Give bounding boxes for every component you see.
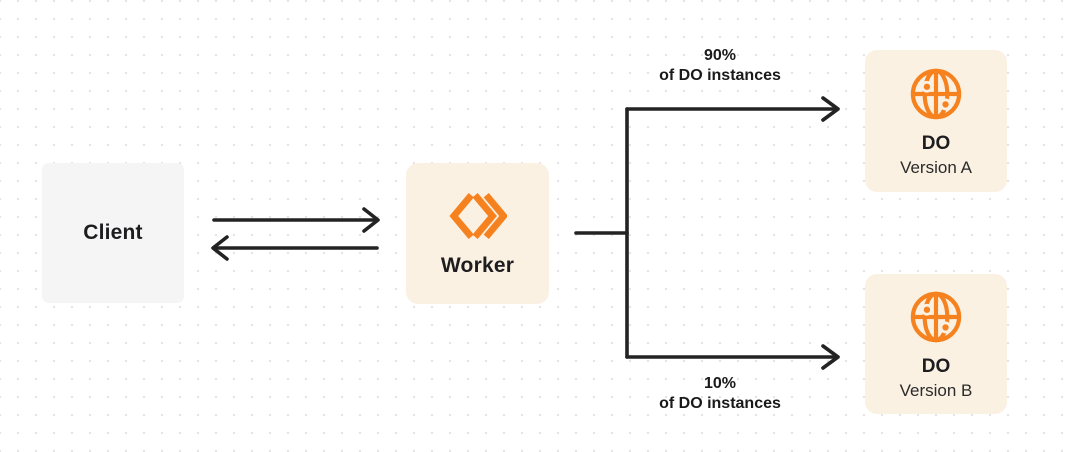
label-10-percent-value: 10% bbox=[703, 375, 737, 392]
worker-label: Worker bbox=[440, 253, 515, 277]
branch-trunk bbox=[574, 107, 629, 359]
client-label: Client bbox=[83, 221, 143, 244]
workers-icon bbox=[448, 190, 508, 242]
label-90-percent-value: 90% bbox=[703, 47, 737, 64]
label-90-percent-caption: of DO instances bbox=[659, 67, 781, 84]
do-a-subtitle: Version A bbox=[900, 157, 972, 177]
node-do-version-a: DO Version A bbox=[865, 50, 1007, 192]
node-worker: Worker bbox=[406, 163, 549, 304]
node-client: Client bbox=[42, 163, 184, 303]
arrow-client-to-worker bbox=[212, 207, 380, 233]
label-10-percent-caption: of DO instances bbox=[659, 395, 781, 412]
globe-icon bbox=[907, 65, 965, 123]
node-do-version-b: DO Version B bbox=[865, 274, 1007, 414]
do-a-title: DO bbox=[921, 132, 951, 154]
do-b-subtitle: Version B bbox=[899, 380, 973, 400]
label-10-percent: 10% of DO instances bbox=[610, 374, 830, 414]
arrow-worker-to-client bbox=[211, 235, 379, 261]
arrow-worker-to-do-a bbox=[625, 96, 840, 122]
do-b-title: DO bbox=[921, 355, 951, 377]
label-90-percent: 90% of DO instances bbox=[610, 46, 830, 86]
globe-icon bbox=[907, 288, 965, 346]
arrow-worker-to-do-b bbox=[625, 344, 840, 370]
